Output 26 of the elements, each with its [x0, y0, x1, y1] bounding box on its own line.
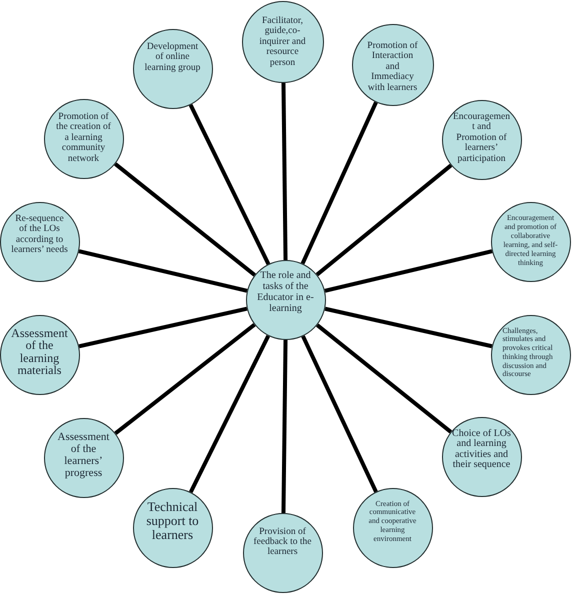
task-label: Assessment of the learning materials [10, 326, 69, 376]
task-label: Promotion of the creation of a learning community network [55, 112, 112, 164]
connector-line [281, 82, 288, 260]
task-label: Provision of feedback to the learners [252, 526, 313, 556]
connector-line [281, 340, 288, 514]
connector-line [188, 104, 270, 265]
task-label: Technical support to learners [145, 500, 200, 542]
task-label: Encouragement and Promotion of learners’ participation [452, 112, 510, 164]
connector-line [300, 101, 378, 264]
central-topic-label: The role and tasks of the Educator in e-learning [256, 270, 315, 314]
task-label: Development of online learning group [144, 42, 202, 73]
task-label: Choice of LOs and learning activities and their sequence [451, 428, 512, 470]
connector-line [114, 323, 256, 435]
connector-line [78, 306, 248, 348]
connector-line [188, 334, 270, 494]
connector-line [316, 323, 452, 434]
connector-line [324, 249, 493, 293]
task-label: Promotion of Interaction and Immediacy with learners [366, 40, 419, 93]
task-label: Facilitator, guide,co-inquirer and resource person [258, 16, 307, 68]
connector-line [324, 306, 492, 348]
connector-line [114, 162, 256, 277]
task-label: Re-sequence of the LOs according to learners’ needs [10, 214, 68, 256]
connector-line [316, 164, 452, 276]
connector-line [301, 335, 378, 493]
task-label: Assessment of the learners’ progress [56, 430, 110, 478]
connector-line [78, 249, 248, 293]
